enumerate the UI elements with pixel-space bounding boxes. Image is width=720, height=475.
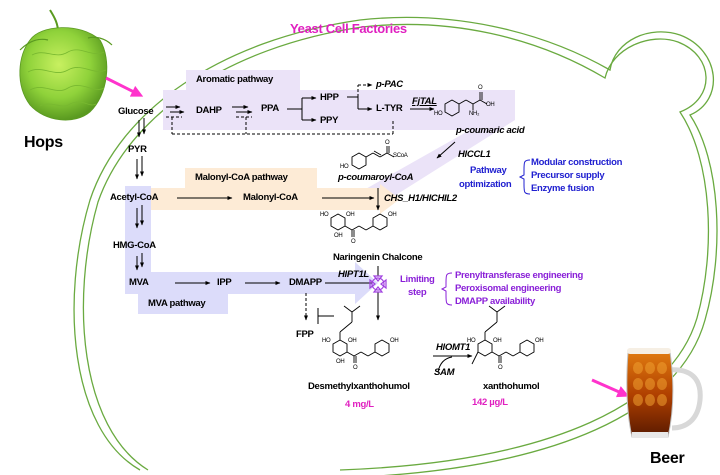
metabolite-l-tyr: L-TYR bbox=[376, 103, 403, 114]
mva-pathway-band bbox=[125, 186, 378, 314]
atom-label: OH bbox=[348, 338, 357, 344]
atom-label: OH bbox=[535, 338, 544, 344]
hops-input-arrow bbox=[105, 76, 144, 97]
metabolite-p-coumaroyl-coa: p-coumaroyl-CoA bbox=[338, 172, 414, 183]
structure-l-tyrosine bbox=[444, 92, 488, 117]
atom-label: OH bbox=[486, 102, 495, 108]
hop-cone-icon bbox=[19, 9, 113, 121]
atom-label: HO bbox=[322, 338, 331, 344]
structure-p-coumaroyl-coa bbox=[351, 146, 395, 170]
metabolite-p-pac: p-PAC bbox=[376, 79, 403, 90]
atom-label: HO bbox=[320, 212, 329, 218]
metabolite-ppa: PPA bbox=[261, 103, 279, 114]
enzyme-hlomt1: HlOMT1 bbox=[436, 342, 471, 353]
limiting-item: Prenyltransferase engineering bbox=[455, 270, 584, 281]
atom-label: NH₂ bbox=[469, 111, 480, 117]
optimization-item: Modular construction bbox=[531, 157, 623, 168]
atom-label: O bbox=[498, 365, 503, 371]
optimization-item: Enzyme fusion bbox=[531, 183, 595, 194]
titer-desmethylxanthohumol: 4 mg/L bbox=[345, 399, 374, 410]
atom-label: OH bbox=[388, 212, 397, 218]
metabolite-dmapp: DMAPP bbox=[289, 277, 322, 288]
cofactor-sam: SAM bbox=[434, 367, 455, 378]
atom-label: HO bbox=[434, 111, 443, 117]
cell-membrane bbox=[73, 16, 718, 475]
metabolite-naringenin-chalcone: Naringenin Chalcone bbox=[333, 252, 423, 263]
metabolite-glucose: Glucose bbox=[118, 106, 154, 117]
metabolite-ipp: IPP bbox=[217, 277, 232, 288]
metabolite-hpp: HPP bbox=[320, 92, 339, 103]
metabolite-xanthohumol: xanthohumol bbox=[483, 381, 540, 392]
metabolite-malonyl-coa: Malonyl-CoA bbox=[243, 192, 298, 203]
pathway-optimization-label-1: Pathway bbox=[470, 165, 507, 176]
limiting-item: DMAPP availability bbox=[455, 296, 535, 307]
limiting-step-label-2: step bbox=[408, 287, 427, 298]
optimization-item: Precursor supply bbox=[531, 170, 605, 181]
enzyme-chs-chil: CHS_H1/HlCHIL2 bbox=[384, 193, 457, 204]
atom-label: O bbox=[351, 239, 356, 245]
structure-xanthohumol bbox=[471, 305, 535, 365]
aromatic-pathway-label: Aromatic pathway bbox=[196, 74, 274, 85]
metabolite-p-coumaric-acid: p-coumaric acid bbox=[456, 125, 525, 136]
metabolite-desmethylxanthohumol: Desmethylxanthohumol bbox=[308, 381, 410, 392]
beer-output-arrow bbox=[591, 378, 630, 398]
atom-label: O bbox=[478, 85, 483, 91]
mva-pathway-label: MVA pathway bbox=[148, 298, 206, 309]
prenyltransferase-limiting-icon bbox=[369, 275, 387, 293]
atom-label: OH bbox=[334, 233, 343, 239]
reaction-arrows bbox=[135, 96, 473, 373]
metabolite-pyr: PYR bbox=[128, 144, 147, 155]
optimization-bracket bbox=[518, 159, 531, 195]
malonyl-pathway-label: Malonyl-CoA pathway bbox=[195, 172, 288, 183]
metabolite-mva: MVA bbox=[129, 277, 149, 288]
enzyme-hlccl1: HlCCL1 bbox=[458, 149, 491, 160]
atom-label: SCoA bbox=[393, 153, 408, 159]
atom-label: HO bbox=[467, 338, 476, 344]
limiting-step-label-1: Limiting bbox=[400, 274, 435, 285]
structure-naringenin-chalcone bbox=[330, 213, 388, 237]
diagram-title: Yeast Cell Factories bbox=[290, 21, 407, 36]
atom-label: O bbox=[353, 365, 358, 371]
enzyme-hlpt1l: HlPT1L bbox=[338, 269, 369, 280]
metabolite-dahp: DAHP bbox=[196, 105, 222, 116]
structure-desmethylxanthohumol bbox=[332, 305, 390, 363]
metabolite-ppy: PPY bbox=[320, 115, 339, 126]
beer-label: Beer bbox=[650, 450, 685, 467]
enzyme-fjtal: FjTAL bbox=[412, 96, 437, 107]
malonyl-pathway-band bbox=[150, 168, 400, 214]
aromatic-pathway-band bbox=[163, 70, 515, 205]
limiting-bracket bbox=[440, 272, 453, 306]
metabolite-acetyl-coa: Acetyl-CoA bbox=[110, 192, 159, 203]
atom-label: OH bbox=[346, 212, 355, 218]
hops-label: Hops bbox=[24, 134, 63, 151]
dashed-arrows bbox=[166, 83, 394, 321]
atom-label: OH bbox=[336, 359, 345, 365]
metabolite-hmg-coa: HMG-CoA bbox=[113, 240, 156, 251]
metabolite-fpp: FPP bbox=[296, 329, 314, 340]
beer-mug-icon bbox=[626, 348, 703, 438]
atom-label: HO bbox=[340, 164, 349, 170]
limiting-item: Peroxisomal engineering bbox=[455, 283, 562, 294]
atom-label: O bbox=[385, 140, 390, 146]
atom-label: OH bbox=[493, 338, 502, 344]
titer-xanthohumol: 142 µg/L bbox=[472, 397, 508, 408]
atom-label: OH bbox=[390, 338, 399, 344]
pathway-optimization-label-2: optimization bbox=[459, 179, 512, 190]
